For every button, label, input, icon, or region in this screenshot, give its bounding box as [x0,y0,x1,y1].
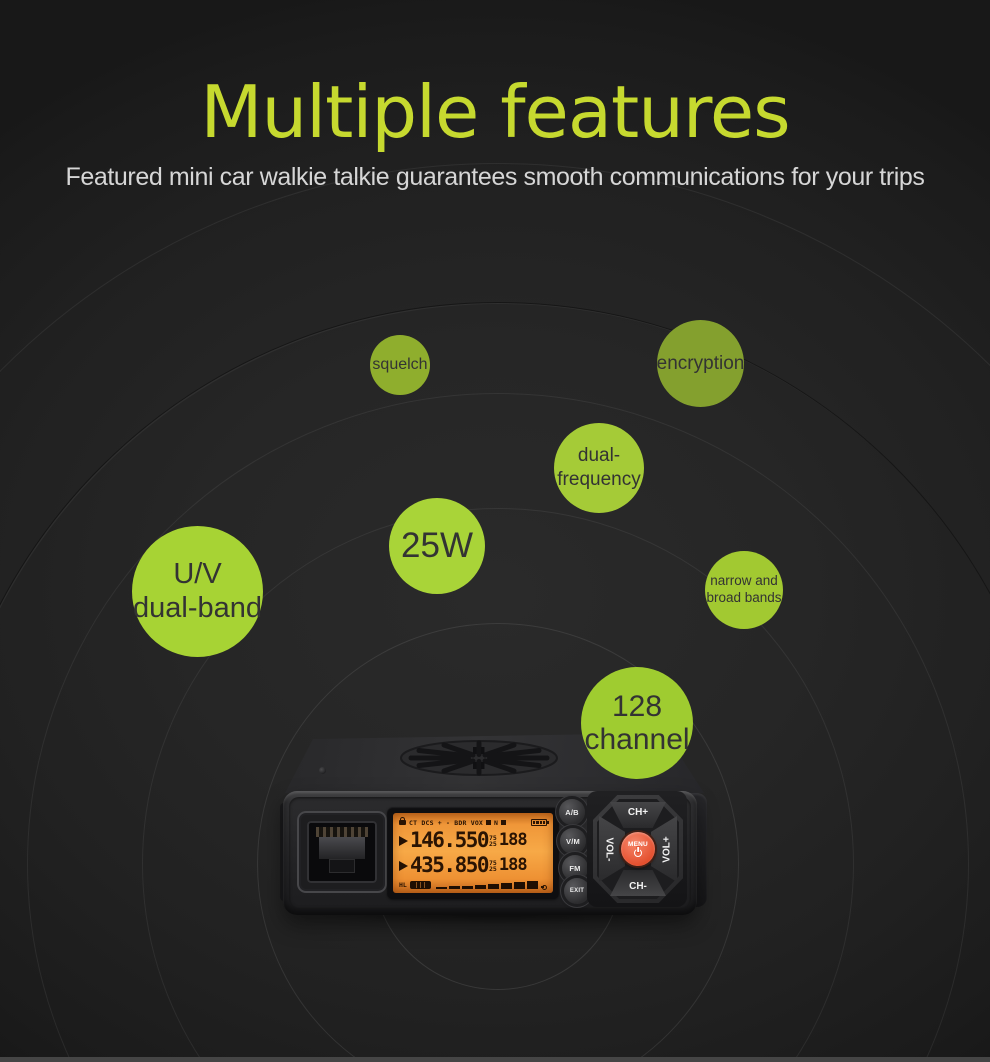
lcd-badge [409,881,432,889]
feature-bubble-encryption: encryption [657,320,744,407]
step-bottom: 25 [489,864,497,873]
feature-label: 128 [611,690,663,723]
lcd-frequency-row-b: 435.850 75 25 188 [399,853,547,878]
fm-button: FM [562,855,588,881]
feature-bubble-narrow-broad-bands: narrow and broad bands [705,551,783,629]
button-label: EXIT [569,888,585,894]
page-subtitle: Featured mini car walkie talkie guarante… [65,163,925,191]
key-label: VOL- [603,837,615,861]
key-label: CH+ [627,806,649,818]
button-label: V/M [566,836,580,846]
mic-jack-pins [316,827,368,837]
button-label: FM [569,863,581,873]
frequency-b: 435.850 [410,853,490,877]
key-label: VOL+ [661,835,673,863]
signal-meter-icon [436,881,539,889]
exit-button: EXIT [564,878,590,904]
dpad: CH+ CH- VOL- VOL+ MENU [593,795,683,903]
power-icon [634,849,642,857]
rx-arrow-icon [399,835,408,846]
ab-button: A/B [559,799,585,825]
lock-icon [399,817,406,825]
channel-number-a: 188 [498,830,528,850]
meter-end-icon [541,884,547,890]
feature-bubble-squelch: squelch [370,335,430,395]
step-bottom: 25 [489,839,497,848]
feature-label: dual- [577,445,621,467]
speaker-grille-icon [400,740,558,776]
button-label: A/B [565,807,579,817]
feature-bubble-uv-dual-band: U/V dual-band [132,526,263,657]
feature-label: U/V [173,558,222,591]
key-label: CH- [629,880,647,892]
battery-icon [531,819,549,826]
bottom-edge-strip [0,1057,990,1062]
channel-number-b: 188 [498,855,528,875]
key-label: MENU [628,841,648,848]
radar-ring [0,163,990,1062]
mobile-radio-product: CT DCS + - BDR VOX N 146.550 75 25 188 4… [280,731,707,923]
lcd-status-n: N [494,818,499,827]
feature-bubble-25w: 25W [389,498,485,594]
feature-label: dual-band [133,591,262,624]
rx-arrow-icon [399,860,408,871]
screw-icon [319,767,326,774]
step-values-a: 75 25 [489,833,497,848]
feature-label: frequency [557,469,641,490]
page-title: Multiple features [200,70,790,154]
feature-bubble-dual-frequency: dual- frequency [554,423,644,513]
message-icon [486,820,492,825]
lcd-frequency-row-a: 146.550 75 25 188 [399,828,547,853]
lcd-screen: CT DCS + - BDR VOX N 146.550 75 25 188 4… [393,813,553,893]
lcd-status-text: CT DCS + - BDR VOX [409,818,484,827]
feature-label: 25W [401,526,473,565]
feature-label: broad bands [706,590,782,605]
power-level-label: HL [399,881,407,889]
step-top: 75 [489,858,497,867]
step-values-b: 75 25 [489,858,497,873]
feature-label: channel [584,723,690,756]
feature-label: encryption [656,352,745,374]
feature-label: squelch [372,356,428,373]
mic-jack-connector [319,837,365,859]
vm-button: V/M [560,828,586,854]
feature-label: narrow and [710,573,778,589]
step-top: 75 [489,833,497,842]
feature-bubble-128-channel: 128 channel [581,667,693,779]
lcd-bottom-row: HL [399,878,547,890]
menu-power-key: MENU [621,832,655,866]
lcd-status-row: CT DCS + - BDR VOX N [399,817,549,828]
frequency-a: 146.550 [410,828,490,852]
home-icon [501,820,507,825]
mic-jack-latch [329,859,355,873]
